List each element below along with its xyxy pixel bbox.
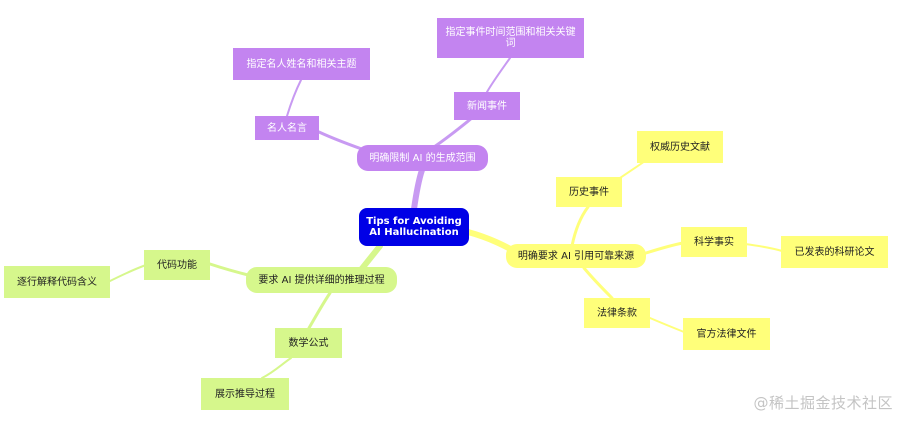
- detail-quotes[interactable]: 指定名人姓名和相关主题: [233, 48, 370, 80]
- detail-code-label: 逐行解释代码含义: [17, 276, 97, 288]
- branch-reasoning-label: 要求 AI 提供详细的推理过程: [258, 274, 385, 286]
- topic-law[interactable]: 法律条款: [584, 298, 650, 328]
- detail-quotes-label: 指定名人姓名和相关主题: [246, 58, 357, 70]
- topic-math[interactable]: 数学公式: [275, 328, 342, 358]
- topic-law-label: 法律条款: [597, 307, 637, 319]
- detail-law[interactable]: 官方法律文件: [683, 318, 770, 350]
- branch-reliable-sources[interactable]: 明确要求 AI 引用可靠来源: [506, 244, 646, 268]
- link-quotes-to-detail: [286, 79, 302, 117]
- branch-reasoning[interactable]: 要求 AI 提供详细的推理过程: [246, 267, 397, 293]
- link-law-to-detail: [649, 317, 685, 333]
- link-news-to-detail: [486, 57, 511, 93]
- topic-news[interactable]: 新闻事件: [454, 92, 520, 120]
- branch-limit-scope[interactable]: 明确限制 AI 的生成范围: [357, 145, 488, 171]
- detail-law-label: 官方法律文件: [696, 328, 757, 340]
- detail-science-label: 已发表的科研论文: [794, 246, 875, 258]
- topic-science-label: 科学事实: [694, 236, 734, 248]
- topic-quotes-label: 名人名言: [267, 122, 307, 134]
- link-math-to-detail: [261, 357, 292, 379]
- detail-history-label: 权威历史文献: [650, 141, 710, 153]
- topic-history[interactable]: 历史事件: [556, 177, 622, 207]
- branch-reliable-sources-label: 明确要求 AI 引用可靠来源: [517, 250, 635, 262]
- branch-limit-scope-label: 明确限制 AI 的生成范围: [369, 152, 476, 164]
- link-sources-to-law: [582, 266, 614, 300]
- link-sources-to-science: [644, 241, 685, 255]
- link-reasoning-to-math: [307, 291, 332, 330]
- link-science-to-detail: [744, 243, 783, 252]
- topic-news-label: 新闻事件: [467, 100, 507, 112]
- detail-history[interactable]: 权威历史文献: [637, 131, 723, 163]
- watermark: @稀土掘金技术社区: [753, 394, 893, 412]
- link-limit-to-news: [432, 116, 474, 149]
- detail-math-label: 展示推导过程: [215, 388, 275, 400]
- detail-math[interactable]: 展示推导过程: [201, 378, 289, 410]
- link-sources-to-history: [570, 205, 590, 248]
- detail-code[interactable]: 逐行解释代码含义: [4, 266, 110, 298]
- topic-code-label: 代码功能: [157, 259, 197, 271]
- topic-history-label: 历史事件: [569, 186, 609, 198]
- detail-news[interactable]: 指定事件时间范围和相关关键词: [437, 18, 584, 58]
- root-node[interactable]: Tips for Avoiding AI Hallucination: [359, 208, 469, 246]
- topic-science[interactable]: 科学事实: [681, 227, 747, 257]
- topic-code[interactable]: 代码功能: [144, 250, 210, 280]
- topic-math-label: 数学公式: [288, 337, 329, 349]
- detail-science[interactable]: 已发表的科研论文: [781, 236, 888, 268]
- link-code-to-detail: [107, 264, 147, 283]
- link-root-to-limit: [411, 167, 425, 212]
- topic-quotes[interactable]: 名人名言: [255, 116, 319, 140]
- root-node-label: Tips for Avoiding AI Hallucination: [366, 216, 462, 238]
- detail-news-label: 指定事件时间范围和相关关键词: [445, 27, 576, 49]
